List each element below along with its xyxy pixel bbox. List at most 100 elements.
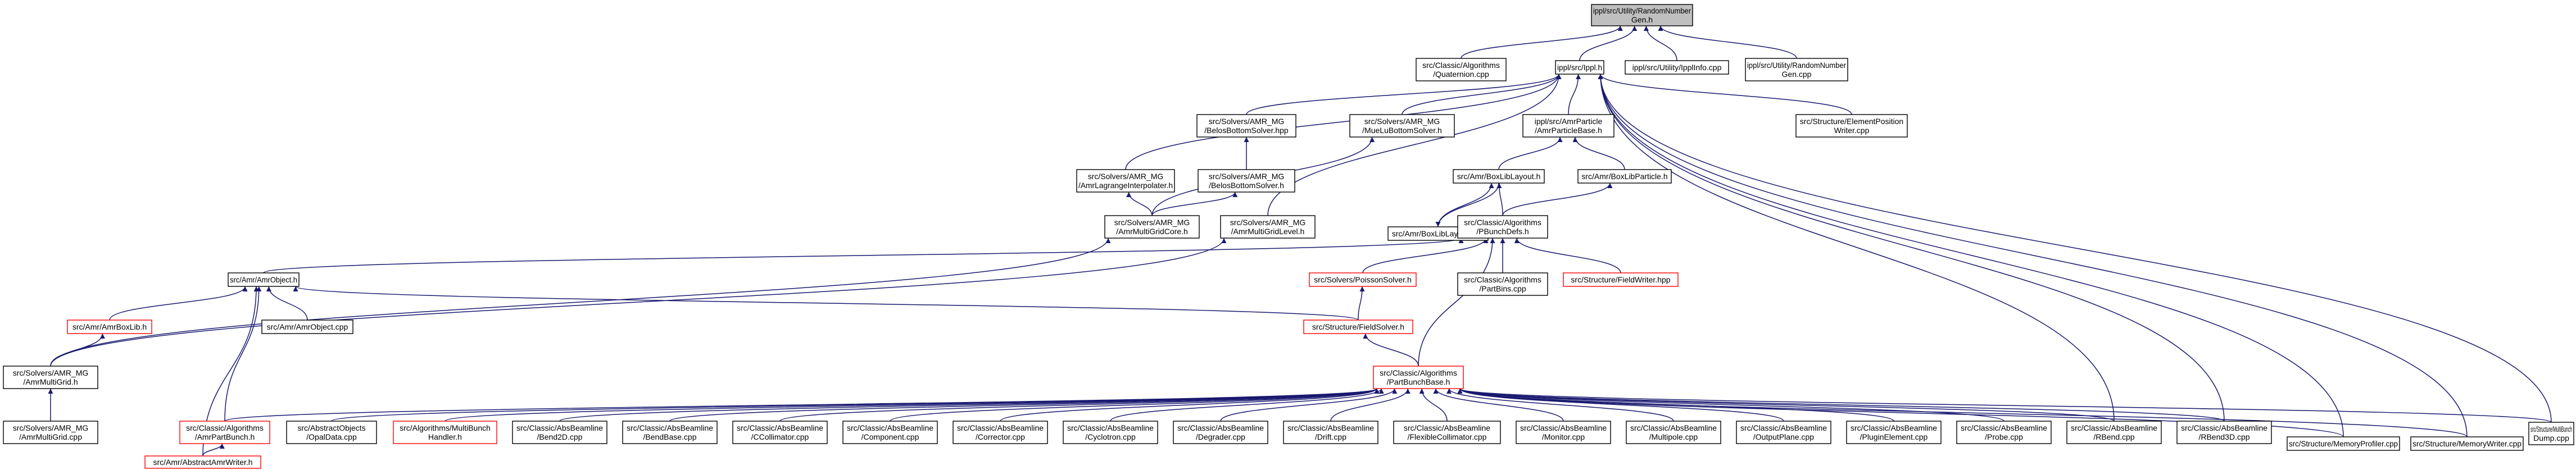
node-label-line: /MueLuBottomSolver.h (1362, 126, 1442, 135)
node-component[interactable]: src/Classic/AbsBeamline/Component.cpp (842, 421, 938, 444)
node-box (1303, 320, 1413, 334)
node-label-line: src/Solvers/PoissonSolver.h (1314, 275, 1412, 284)
node-box (953, 421, 1048, 444)
node-corrector[interactable]: src/Classic/AbsBeamline/Corrector.cpp (953, 421, 1048, 444)
node-label-line: /Corrector.cpp (976, 432, 1025, 441)
node-drift[interactable]: src/Classic/AbsBeamline/Drift.cpp (1283, 421, 1378, 444)
node-amrwriter-h[interactable]: src/Amr/AbstractAmrWriter.h (144, 455, 261, 469)
node-monitor[interactable]: src/Classic/AbsBeamline/Monitor.cpp (1516, 421, 1611, 444)
node-rbend3d[interactable]: src/Classic/AbsBeamline/RBend3D.cpp (2176, 421, 2272, 444)
node-label-line: /AmrMultiGridCore.h (1116, 227, 1188, 236)
node-label-line: ippl/src/Ippl.h (1557, 63, 1602, 72)
node-bottom-hpp[interactable]: src/Solvers/AMR_MG/BelosBottomSolver.hpp (1196, 114, 1296, 138)
edge-amrwriter-h-to-amrpartbunch-h (202, 443, 225, 457)
node-label-line: ippl/src/Utility/RandomNumber (1747, 61, 1846, 70)
node-rbend[interactable]: src/Classic/AbsBeamline/RBend.cpp (2066, 421, 2162, 444)
node-label-line: /CCollimator.cpp (751, 432, 809, 441)
edge-bend2d-to-pbbase-h (559, 388, 1380, 422)
node-lagr-h[interactable]: src/Solvers/AMR_MG/AmrLagrangeInterpolat… (1076, 169, 1175, 193)
edge-mgcore-h-to-belos-h (1151, 191, 1238, 216)
node-box (1625, 60, 1729, 75)
node-label-line: /OpalData.cpp (306, 432, 357, 441)
node-probe[interactable]: src/Classic/AbsBeamline/Probe.cpp (1956, 421, 2052, 444)
node-pbbase-h[interactable]: src/Classic/Algorithms/PartBunchBase.h (1373, 366, 1464, 389)
node-degrader[interactable]: src/Classic/AbsBeamline/Degrader.cpp (1173, 421, 1268, 444)
edge-pbbase-h-to-pbdefs-h (1418, 238, 1495, 367)
node-box (2066, 421, 2162, 444)
node-amrmg-cpp[interactable]: src/Solvers/AMR_MG/AmrMultiGrid.cpp (3, 421, 98, 444)
node-bendbase[interactable]: src/Classic/AbsBeamline/BendBase.cpp (622, 421, 718, 444)
node-label-line: src/Classic/AbsBeamline (1520, 423, 1607, 432)
edge-ipplinfo-to-rng-h (1643, 25, 1677, 61)
node-cyclotron[interactable]: src/Classic/AbsBeamline/Cyclotron.cpp (1063, 421, 1158, 444)
node-outputplane[interactable]: src/Classic/AbsBeamline/OutputPlane.cpp (1736, 421, 1831, 444)
node-fieldsolver-h[interactable]: src/Structure/FieldSolver.h (1303, 320, 1413, 334)
node-amrboxlib-h[interactable]: src/Amr/AmrBoxLib.h (67, 320, 152, 334)
node-poisson-h[interactable]: src/Solvers/PoissonSolver.h (1309, 272, 1417, 287)
node-amrobj-cpp[interactable]: src/Amr/AmrObject.cpp (261, 320, 353, 334)
node-label-line: src/Classic/AbsBeamline (1740, 423, 1827, 432)
node-label-line: src/Classic/AbsBeamline (957, 423, 1044, 432)
node-quat[interactable]: src/Classic/Algorithms/Quaternion.cpp (1416, 58, 1507, 81)
node-fieldwriter[interactable]: src/Structure/FieldWriter.hpp (1563, 272, 1679, 287)
node-box (3, 366, 98, 389)
node-muelu-h[interactable]: src/Solvers/AMR_MG/MueLuBottomSolver.h (1349, 114, 1455, 138)
edge-amrmg-h-to-mglevel-h (50, 238, 1227, 367)
node-label-line: /Degrader.cpp (1196, 432, 1245, 441)
edge-rbend3d-to-ippl-h (1598, 74, 2225, 422)
edge-memwriter-to-ippl-h (1598, 74, 2468, 437)
node-ccoll[interactable]: src/Classic/AbsBeamline/CCollimator.cpp (732, 421, 828, 444)
node-mglevel-h[interactable]: src/Solvers/AMR_MG/AmrMultiGridLevel.h (1220, 215, 1316, 239)
node-multipole[interactable]: src/Classic/AbsBeamline/Multipole.cpp (1626, 421, 1721, 444)
node-box (1416, 58, 1507, 81)
node-label-line: src/Classic/Algorithms (186, 423, 264, 432)
node-memprof[interactable]: src/Structure/MemoryProfiler.cpp (2287, 436, 2400, 451)
edge-pbdefs-h-to-boxliblay-h (1496, 182, 1503, 216)
node-box (3, 421, 98, 444)
edge-memprof-to-ippl-h (1598, 74, 2344, 437)
node-label-line: /BendBase.cpp (643, 432, 697, 441)
node-label-line: /Multipole.cpp (1649, 432, 1698, 441)
node-label-line: src/Solvers/AMR_MG (13, 368, 89, 377)
node-partbins[interactable]: src/Classic/Algorithms/PartBins.cpp (1457, 272, 1548, 296)
node-flexcoll[interactable]: src/Classic/AbsBeamline/FlexibleCollimat… (1393, 421, 1501, 444)
node-mgcore-h[interactable]: src/Solvers/AMR_MG/AmrMultiGridCore.h (1104, 215, 1200, 239)
node-ippl-h[interactable]: ippl/src/Ippl.h (1555, 60, 1604, 75)
node-label-line: src/Classic/AbsBeamline (1851, 423, 1937, 432)
node-ipplinfo[interactable]: ippl/src/Utility/IpplInfo.cpp (1625, 60, 1729, 75)
node-belos-h[interactable]: src/Solvers/AMR_MG/BelosBottomSolver.h (1198, 169, 1295, 193)
node-boxliblay-h[interactable]: src/Amr/BoxLibLayout.h (1453, 169, 1545, 184)
edge-amrobj-h-to-pbdefs-h (263, 238, 1463, 273)
node-label-line: src/Classic/AbsBeamline (737, 423, 823, 432)
edge-mbdump-to-ippl-h (1598, 74, 2552, 423)
node-memwriter[interactable]: src/Structure/MemoryWriter.cpp (2410, 436, 2524, 451)
node-amrpartbunch-h[interactable]: src/Classic/Algorithms/AmrPartBunch.h (179, 421, 270, 444)
node-label-line: src/Structure/ElementPosition (1800, 117, 1903, 126)
node-label-line: /AmrParticleBase.h (1535, 126, 1602, 135)
node-label-line: src/Algorithms/MultiBunch (400, 423, 491, 432)
node-opaldata[interactable]: src/AbstractObjects/OpalData.cpp (286, 421, 377, 444)
node-box (1846, 421, 1942, 444)
node-label-line: Handler.h (428, 432, 462, 441)
node-box (1555, 60, 1604, 75)
edge-amrmg-h-to-mgcore-h (50, 238, 1111, 367)
node-box (1173, 421, 1268, 444)
node-amrpb-h[interactable]: ippl/src/AmrParticle/AmrParticleBase.h (1522, 114, 1614, 138)
node-amrobj-h[interactable]: src/Amr/AmrObject.h (228, 272, 300, 287)
edge-mgcore-h-to-lagr-h (1126, 191, 1153, 216)
edge-elempos-to-ippl-h (1598, 74, 1852, 115)
node-pbdefs-h[interactable]: src/Classic/Algorithms/PBunchDefs.h (1457, 215, 1548, 239)
node-label-line: src/Classic/AbsBeamline (2071, 423, 2157, 432)
node-bend2d[interactable]: src/Classic/AbsBeamline/Bend2D.cpp (512, 421, 607, 444)
node-pluginelem[interactable]: src/Classic/AbsBeamline/PluginElement.cp… (1846, 421, 1942, 444)
node-boxlibpart-h[interactable]: src/Amr/BoxLibParticle.h (1577, 169, 1672, 184)
node-box (1309, 272, 1417, 287)
edge-muelu-h-to-ippl-h (1402, 74, 1562, 115)
node-amrmg-h[interactable]: src/Solvers/AMR_MG/AmrMultiGrid.h (3, 366, 98, 389)
node-label-line: src/Amr/AmrObject.cpp (267, 322, 348, 331)
node-label-line: src/Classic/AbsBeamline (1177, 423, 1264, 432)
